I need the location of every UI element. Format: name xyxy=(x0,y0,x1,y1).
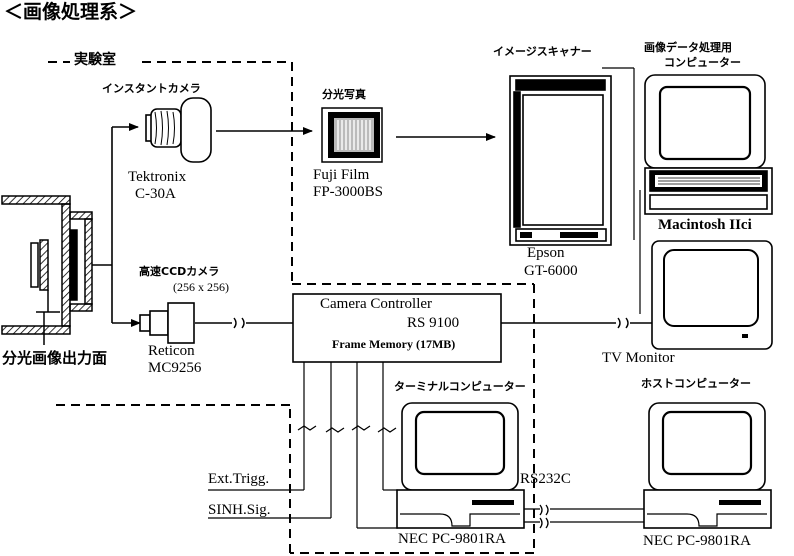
image-scanner-icon xyxy=(509,75,612,246)
lab-boundary xyxy=(48,61,535,554)
lab-label: 実験室 xyxy=(74,52,116,68)
image-computer-name: Macintosh IIci xyxy=(658,217,752,233)
ccd-camera-resolution: (256 x 256) xyxy=(173,280,229,294)
scanner-model: GT-6000 xyxy=(524,263,578,279)
ccd-camera-model: MC9256 xyxy=(148,360,202,376)
image-computer-caption-line2: コンピューター xyxy=(664,56,741,69)
spectrograph-housing xyxy=(1,195,93,345)
camera-feed-lines xyxy=(92,123,141,327)
terminal-name: NEC PC-9801RA xyxy=(398,531,506,547)
scanner-name: Epson xyxy=(527,245,565,261)
film-name: Fuji Film xyxy=(313,167,370,183)
ccd-camera-caption: 高速CCDカメラ xyxy=(139,265,220,278)
controller-model: RS 9100 xyxy=(407,315,460,331)
tv-monitor-icon xyxy=(651,240,773,350)
host-name: NEC PC-9801RA xyxy=(643,533,751,549)
frame-memory-label: Frame Memory (17MB) xyxy=(332,337,456,351)
instant-camera-model: C-30A xyxy=(135,186,176,202)
film-model: FP-3000BS xyxy=(313,184,384,200)
film-caption: 分光写真 xyxy=(322,88,366,101)
ccd-camera-icon xyxy=(139,302,195,344)
scanner-caption: イメージスキャナー xyxy=(493,45,592,58)
instant-camera-icon xyxy=(145,97,212,163)
host-computer-icon xyxy=(643,402,772,529)
scanner-mac-cables xyxy=(602,67,641,314)
spectral-photo-icon xyxy=(321,107,383,163)
image-computer-caption-line1: 画像データ処理用 xyxy=(644,41,732,54)
macintosh-computer-icon xyxy=(644,74,773,215)
terminal-caption: ターミナルコンピューター xyxy=(394,380,526,393)
controller-tv-cable xyxy=(501,317,652,329)
instant-camera-name: Tektronix xyxy=(128,169,187,185)
film-flow-arrows xyxy=(216,127,496,141)
diagram-title: ＜画像処理系＞ xyxy=(4,1,138,23)
ccd-camera-name: Reticon xyxy=(148,343,195,359)
ext-trigger-label: Ext.Trigg. xyxy=(208,471,270,487)
rs232c-cable xyxy=(524,504,644,529)
instant-camera-caption: インスタントカメラ xyxy=(102,82,201,95)
camera-controller-box xyxy=(292,293,502,363)
spectral-output-label: 分光画像出力面 xyxy=(2,349,108,367)
host-caption: ホストコンピューター xyxy=(641,377,751,390)
controller-terminal-cables xyxy=(208,362,398,529)
rs232c-label: RS232C xyxy=(520,471,571,487)
terminal-computer-icon xyxy=(396,402,525,529)
tv-monitor-label: TV Monitor xyxy=(602,350,675,366)
ccd-controller-cable xyxy=(195,317,293,329)
controller-name: Camera Controller xyxy=(320,296,433,312)
sinh-signal-label: SINH.Sig. xyxy=(208,502,271,518)
